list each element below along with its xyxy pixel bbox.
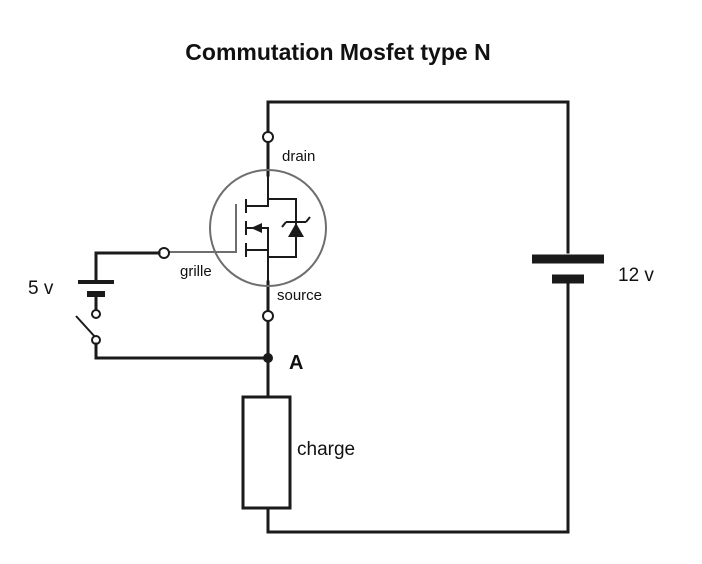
gate-label: grille [180,263,212,280]
gate-drive-wire-top [94,251,161,284]
drain-terminal [262,131,274,143]
mosfet-symbol [168,169,327,287]
wire-top [266,100,570,254]
battery-12v [532,254,604,284]
gate-drive-wire-bottom [94,342,270,360]
gate-voltage-label: 5 v [28,278,54,299]
supply-voltage-label: 12 v [618,265,654,286]
source-connection [246,249,269,282]
zener-tail-right [305,216,311,223]
zener-tail-left [281,221,287,228]
node-a-junction [263,353,273,363]
body-diode [288,223,304,237]
wire-bottom-return [266,278,570,534]
source-label: source [277,287,322,304]
mosfet-outline [209,169,327,287]
body-connection [246,227,269,250]
gate-lead [168,204,237,253]
switch-blade [75,315,97,339]
load-label: charge [297,439,355,460]
body-arrow [251,223,262,233]
node-a-label: A [289,352,303,374]
main-wiring [266,100,570,534]
source-terminal [262,310,274,322]
diagram-title: Commutation Mosfet type N [185,39,490,65]
drain-connection [246,175,269,207]
drain-label: drain [282,148,315,165]
gate-drive-circuit [75,251,270,360]
switch-contact-top [91,309,101,319]
load-resistor [241,395,292,510]
diode-branch [268,198,297,258]
